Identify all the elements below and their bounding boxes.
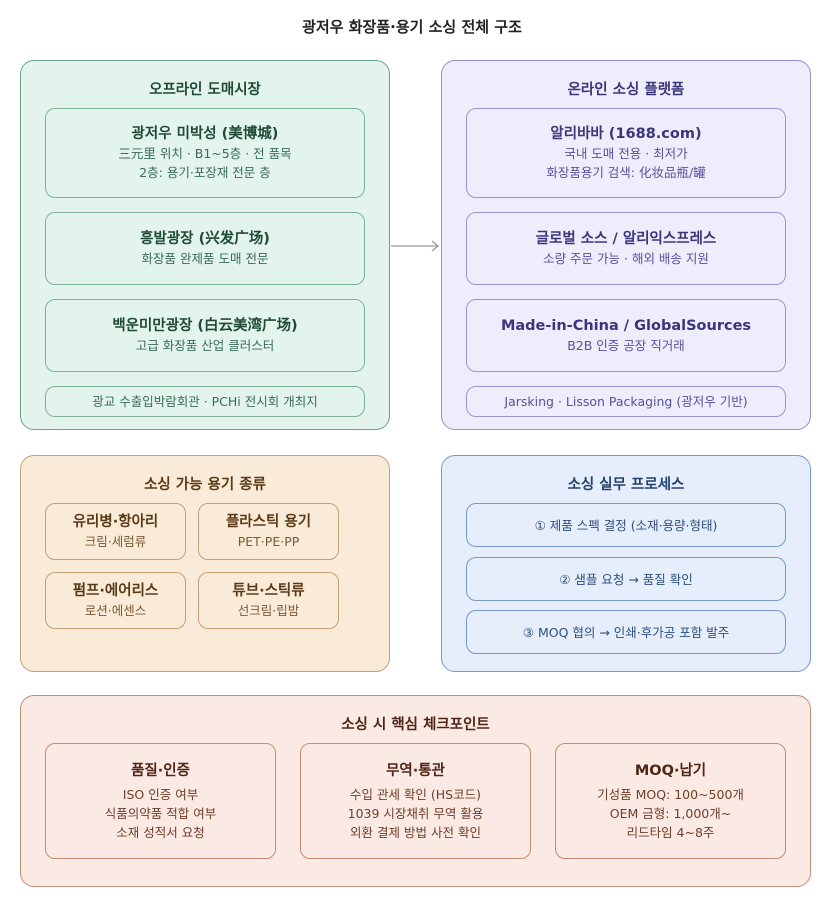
checkpoint-moq: MOQ·납기 기성품 MOQ: 100~500개 OEM 금형: 1,000개~… <box>555 743 786 859</box>
step-text: ② 샘플 요청 → 품질 확인 <box>559 571 693 587</box>
box-line: 1039 시장채취 무역 활용 <box>347 805 484 821</box>
box-title: 튜브·스틱류 <box>232 583 305 599</box>
box-line: ISO 인증 여부 <box>122 786 199 802</box>
box-line: 크림·세럼류 <box>84 534 147 549</box>
container-plastic: 플라스틱 용기 PET·PE·PP <box>198 503 339 560</box>
box-line: 고급 화장품 산업 클러스터 <box>135 338 275 353</box>
box-line: 국내 도매 전용 · 최저가 <box>564 146 688 161</box>
box-title: 품질·인증 <box>131 762 190 779</box>
box-line: 리드타임 4~8주 <box>626 824 715 840</box>
checkpoint-quality: 품질·인증 ISO 인증 여부 식품의약품 적합 여부 소재 성적서 요청 <box>45 743 276 859</box>
box-title: 광저우 미박성 (美博城) <box>131 126 279 142</box>
offline-note: 광교 수출입박람회관 · PCHi 전시회 개최지 <box>45 386 365 417</box>
box-line: 기성품 MOQ: 100~500개 <box>597 786 744 802</box>
box-title: 알리바바 (1688.com) <box>550 126 702 142</box>
step-text: ① 제품 스펙 결정 (소재·용량·형태) <box>534 517 718 533</box>
box-line: 외환 결제 방법 사전 확인 <box>350 824 481 840</box>
box-line: 수입 관세 확인 (HS코드) <box>349 786 481 802</box>
process-panel: 소싱 실무 프로세스 ① 제품 스펙 결정 (소재·용량·형태) ② 샘플 요청… <box>441 455 811 672</box>
panel-title: 소싱 실무 프로세스 <box>567 477 685 493</box>
box-line: 2층: 용기·포장재 전문 층 <box>139 165 271 180</box>
box-line: OEM 금형: 1,000개~ <box>609 805 732 821</box>
box-line: 소량 주문 가능 · 해외 배송 지원 <box>543 251 709 266</box>
note-text: Jarsking · Lisson Packaging (광저우 기반) <box>504 394 748 409</box>
platform-global: 글로벌 소스 / 알리익스프레스 소량 주문 가능 · 해외 배송 지원 <box>466 212 786 285</box>
box-title: 무역·통관 <box>386 762 445 779</box>
container-pump: 펌프·에어리스 로션·에센스 <box>45 572 186 629</box>
panel-title: 소싱 가능 용기 종류 <box>144 477 266 493</box>
diagram-title: 광저우 화장품·용기 소싱 전체 구조 <box>302 18 522 36</box>
box-line: 로션·에센스 <box>84 603 147 618</box>
panel-title: 오프라인 도매시장 <box>149 82 261 98</box>
box-title: 유리병·항아리 <box>72 514 159 530</box>
process-step-1: ① 제품 스펙 결정 (소재·용량·형태) <box>466 503 786 547</box>
checkpoints-panel: 소싱 시 핵심 체크포인트 품질·인증 ISO 인증 여부 식품의약품 적합 여… <box>20 695 811 887</box>
box-line: 선크림·립밤 <box>237 603 300 618</box>
offline-market-panel: 오프라인 도매시장 광저우 미박성 (美博城) 三元里 위치 · B1~5층 ·… <box>20 60 390 430</box>
checkpoint-trade: 무역·통관 수입 관세 확인 (HS코드) 1039 시장채취 무역 활용 외환… <box>300 743 531 859</box>
process-step-3: ③ MOQ 협의 → 인쇄·후가공 포함 발주 <box>466 610 786 654</box>
box-line: 식품의약품 적합 여부 <box>104 805 217 821</box>
box-title: 플라스틱 용기 <box>225 514 312 530</box>
box-title: 글로벌 소스 / 알리익스프레스 <box>535 231 717 247</box>
box-line: 화장품용기 검색: 化妆品瓶/罐 <box>546 165 706 180</box>
box-line: PET·PE·PP <box>237 534 300 549</box>
box-line: 소재 성적서 요청 <box>116 824 205 840</box>
platform-made-in-china: Made-in-China / GlobalSources B2B 인증 공장 … <box>466 299 786 372</box>
online-note: Jarsking · Lisson Packaging (광저우 기반) <box>466 386 786 417</box>
box-title: 흥발광장 (兴发广场) <box>140 231 270 247</box>
arrow-right-icon <box>391 240 440 252</box>
box-line: 三元里 위치 · B1~5층 · 전 품목 <box>118 146 292 161</box>
process-step-2: ② 샘플 요청 → 품질 확인 <box>466 557 786 601</box>
note-text: 광교 수출입박람회관 · PCHi 전시회 개최지 <box>92 394 318 409</box>
panel-title: 소싱 시 핵심 체크포인트 <box>341 717 490 733</box>
container-tube: 튜브·스틱류 선크림·립밤 <box>198 572 339 629</box>
step-text: ③ MOQ 협의 → 인쇄·후가공 포함 발주 <box>522 624 730 640</box>
container-types-panel: 소싱 가능 용기 종류 유리병·항아리 크림·세럼류 플라스틱 용기 PET·P… <box>20 455 390 672</box>
box-line: B2B 인증 공장 직거래 <box>567 338 685 353</box>
box-title: Made-in-China / GlobalSources <box>500 318 752 334</box>
box-line: 화장품 완제품 도매 전문 <box>141 251 269 266</box>
market-baiyun: 백운미만광장 (白云美湾广场) 고급 화장품 산업 클러스터 <box>45 299 365 372</box>
platform-1688: 알리바바 (1688.com) 국내 도매 전용 · 최저가 화장품용기 검색:… <box>466 108 786 198</box>
box-title: 펌프·에어리스 <box>72 583 159 599</box>
container-glass: 유리병·항아리 크림·세럼류 <box>45 503 186 560</box>
box-title: 백운미만광장 (白云美湾广场) <box>112 318 298 334</box>
market-xingfa: 흥발광장 (兴发广场) 화장품 완제품 도매 전문 <box>45 212 365 285</box>
market-mibocheng: 광저우 미박성 (美博城) 三元里 위치 · B1~5층 · 전 품목 2층: … <box>45 108 365 198</box>
online-platform-panel: 온라인 소싱 플랫폼 알리바바 (1688.com) 국내 도매 전용 · 최저… <box>441 60 811 430</box>
box-title: MOQ·납기 <box>634 762 707 779</box>
panel-title: 온라인 소싱 플랫폼 <box>567 82 685 98</box>
